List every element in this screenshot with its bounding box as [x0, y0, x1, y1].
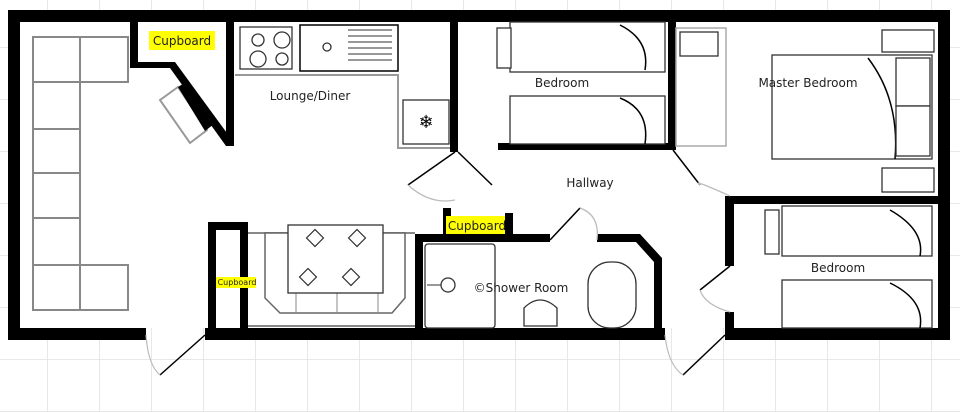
dining-area: [248, 224, 415, 327]
room-label-lounge: Lounge/Diner: [270, 89, 351, 103]
cupboard-highlight: [216, 277, 256, 288]
cupboard-label-top-left: Cupboard: [153, 34, 211, 48]
kitchen-counter: ❄: [235, 24, 450, 149]
room-label-bedroom2: Bedroom: [811, 261, 865, 275]
master-bedroom-furniture: [675, 27, 935, 193]
room-label-bedroom1: Bedroom: [535, 76, 589, 90]
bedroom2-furniture: [764, 205, 933, 329]
bed: [509, 95, 666, 145]
cupboard-highlight: [446, 216, 509, 235]
bedside-table: [881, 29, 935, 53]
fridge-icon: [402, 99, 450, 145]
wardrobe: [496, 27, 512, 69]
bedroom1-furniture: [496, 21, 666, 145]
snowflake-icon: ❄: [418, 112, 433, 133]
shower-tray: [424, 243, 496, 329]
bed: [781, 205, 933, 257]
bedside-table: [881, 167, 935, 193]
cupboard-highlight: [149, 31, 215, 50]
cupboard-walls: [130, 22, 234, 146]
room-label-shower-room: ©Shower Room: [474, 281, 569, 295]
doors: [145, 149, 731, 376]
bed: [509, 21, 666, 73]
shower-room-fixtures: [424, 243, 637, 329]
toilet-icon: [587, 261, 637, 329]
sofa: [32, 36, 129, 311]
basin-icon: [523, 299, 558, 327]
room-label-hallway: Hallway: [566, 176, 613, 190]
bed: [781, 279, 933, 329]
room-label-master-bedroom: Master Bedroom: [758, 76, 857, 90]
chair: [679, 31, 719, 57]
dining-table: [287, 224, 384, 294]
cupboard-label-small: Cupboard: [218, 278, 257, 287]
outer-walls: [8, 10, 950, 340]
cupboard-label-hall: Cupboard: [448, 219, 506, 233]
wardrobe: [764, 209, 780, 255]
